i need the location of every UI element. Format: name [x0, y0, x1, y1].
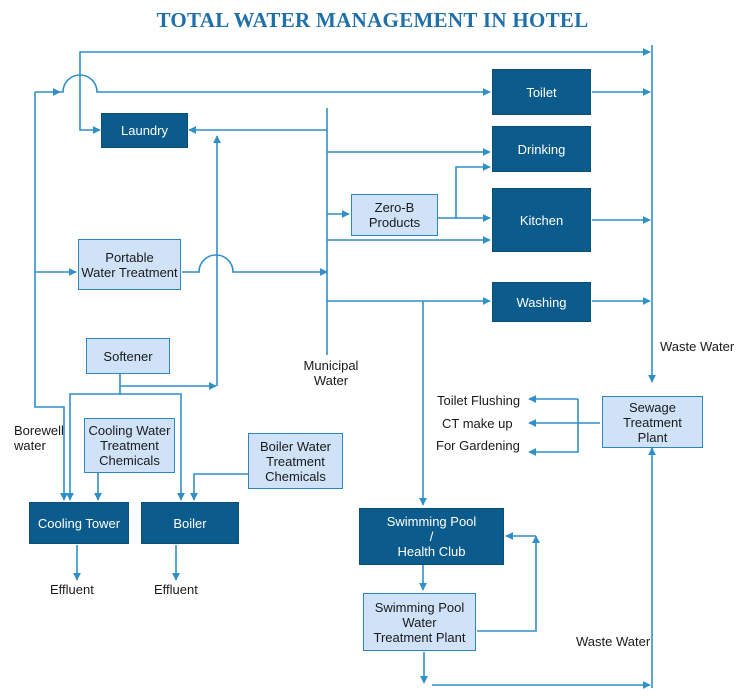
cooling-water-chemicals-box: Cooling Water Treatment Chemicals	[84, 418, 175, 473]
swimming-pool-box: Swimming Pool / Health Club	[359, 508, 504, 565]
cooling-tower-box: Cooling Tower	[29, 502, 129, 544]
sewage-output-bus	[577, 399, 600, 424]
arrow-to-waste-drain-top	[79, 48, 651, 92]
arrow-zero-b-to-drinking	[438, 163, 491, 219]
waste-water-label-top: Waste Water	[660, 339, 735, 354]
toilet-flushing-label: Toilet Flushing	[437, 393, 521, 408]
arrow-to-laundry	[79, 92, 101, 134]
zero-b-box: Zero-B Products	[351, 194, 438, 236]
laundry-box: Laundry	[101, 113, 188, 148]
toilet-box: Toilet	[492, 69, 591, 115]
gardening-label: For Gardening	[436, 438, 520, 453]
portable-to-municipal	[182, 254, 328, 276]
arrow-gardening	[528, 423, 579, 456]
effluent-cooling-label: Effluent	[50, 582, 94, 597]
kitchen-box: Kitchen	[492, 188, 591, 252]
drinking-box: Drinking	[492, 126, 591, 172]
borewell-to-cooling-tower	[34, 398, 68, 501]
waste-water-label-bottom: Waste Water	[576, 634, 651, 649]
boiler-chem-to-boiler	[190, 473, 248, 501]
effluent-boiler-label: Effluent	[154, 582, 198, 597]
softener-to-boiler	[120, 393, 185, 501]
treatment-return-loop	[477, 535, 540, 632]
boiler-water-chemicals-box: Boiler Water Treatment Chemicals	[248, 433, 343, 489]
ct-makeup-label: CT make up	[442, 416, 513, 431]
top-line-to-toilet	[60, 74, 491, 96]
borewell-water-label: Borewell water	[14, 423, 64, 453]
washing-box: Washing	[492, 282, 591, 322]
portable-water-treatment-box: Portable Water Treatment	[78, 239, 181, 290]
arrow-softener-to-laundry	[119, 374, 217, 390]
boiler-box: Boiler	[141, 502, 239, 544]
sewage-treatment-plant-box: Sewage Treatment Plant	[602, 396, 703, 448]
diagram-title: TOTAL WATER MANAGEMENT IN HOTEL	[156, 8, 589, 32]
softener-to-cooling-tower	[66, 386, 121, 501]
softener-box: Softener	[86, 338, 170, 374]
municipal-water-label: Municipal Water	[303, 358, 359, 388]
swimming-pool-treatment-box: Swimming Pool Water Treatment Plant	[363, 593, 476, 651]
